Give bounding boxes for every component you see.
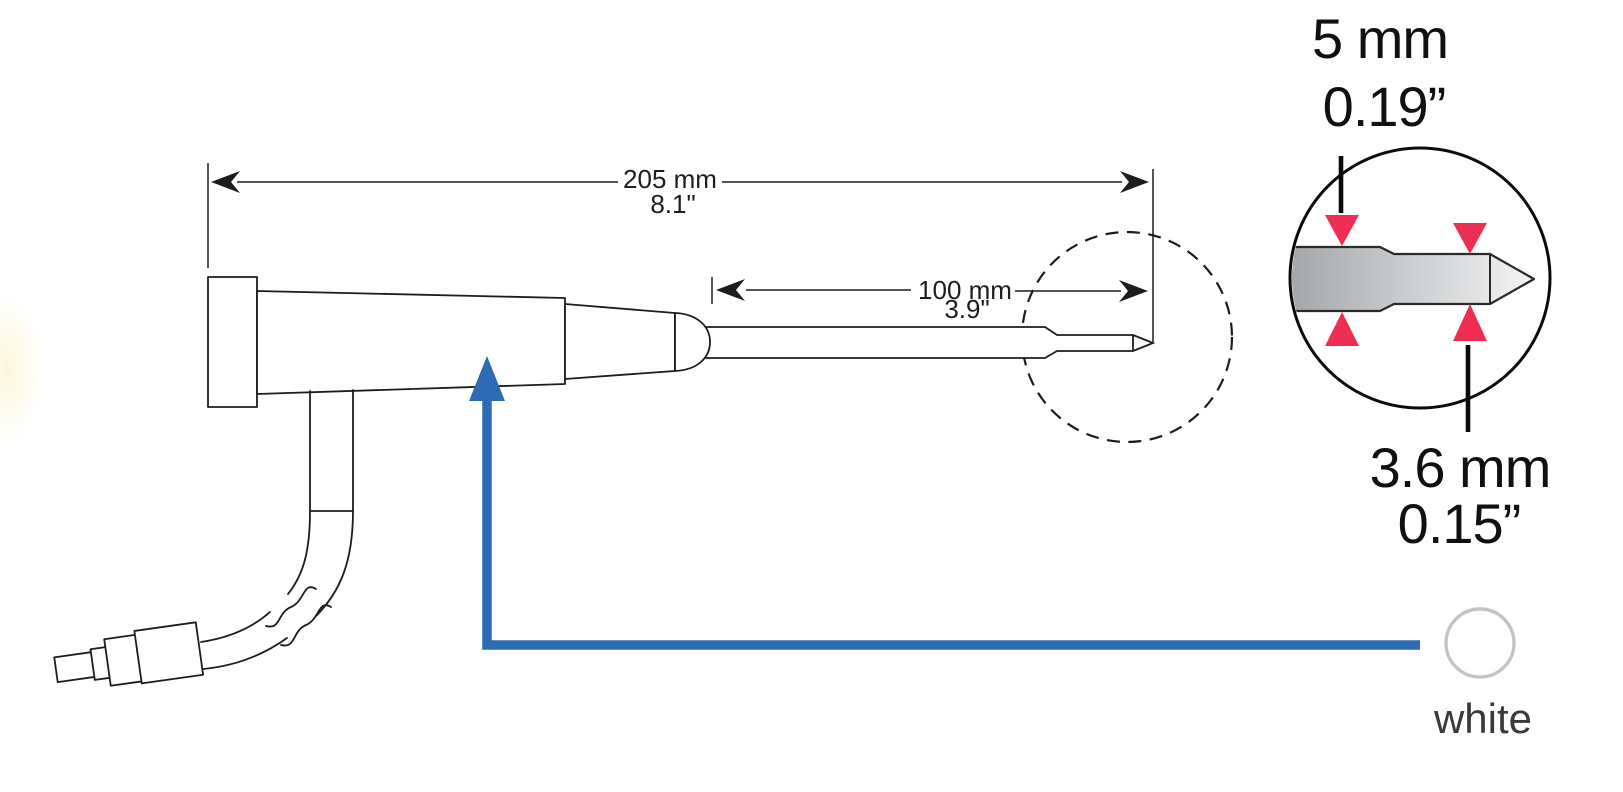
cable-upper-segment xyxy=(287,510,354,617)
cable-lower-segment xyxy=(200,611,288,670)
shaft-length-dimension: 100 mm 3.9" xyxy=(711,275,1148,324)
cable xyxy=(200,510,354,670)
cable-connector xyxy=(53,621,205,687)
overall-length-dimension: 205 mm 8.1" xyxy=(207,163,1154,342)
arrowhead-left xyxy=(211,171,240,193)
probe-drawing xyxy=(53,276,1156,687)
cable-color-indicator: white xyxy=(1433,607,1532,742)
shaft-length-metric: 100 mm xyxy=(918,275,1012,305)
cable-strain-relief xyxy=(309,389,354,512)
red-marker-top-left xyxy=(1325,215,1359,246)
red-marker-bottom-right xyxy=(1453,304,1487,341)
tip-wide-diameter-imperial: 0.19” xyxy=(1323,75,1446,138)
arrowhead-right xyxy=(1119,280,1148,302)
cable-color-label: white xyxy=(1433,695,1532,742)
arrowhead-right xyxy=(1120,171,1149,193)
handle-nose xyxy=(564,303,676,380)
probe-shaft-outline xyxy=(705,326,1156,359)
overall-length-imperial: 8.1" xyxy=(650,189,695,219)
connector-tip xyxy=(53,651,97,683)
dimension-line xyxy=(746,289,1121,292)
tip-narrow-diameter-metric: 3.6 mm xyxy=(1370,436,1551,499)
red-marker-top-right xyxy=(1453,223,1487,254)
shaft-length-imperial: 3.9" xyxy=(944,294,989,324)
arrowhead-left xyxy=(716,279,745,301)
blue-callout-line xyxy=(482,396,1420,650)
probe-shaft-fill xyxy=(706,327,1153,358)
blue-arrowhead xyxy=(469,356,505,401)
tip-narrow-diameter-imperial: 0.15” xyxy=(1398,492,1521,555)
blue-callout-arrow xyxy=(469,356,1420,650)
cable-color-circle xyxy=(1444,607,1516,679)
red-marker-bottom-left xyxy=(1325,312,1359,346)
detail-tip-shape xyxy=(1292,245,1536,313)
cable-break-symbol xyxy=(265,586,332,647)
handle-nose-cap xyxy=(674,312,711,372)
tip-wide-diameter-metric: 5 mm xyxy=(1312,7,1448,70)
handle-end-cap xyxy=(207,276,258,408)
overall-length-metric: 205 mm xyxy=(623,164,717,194)
connector-body xyxy=(133,621,205,685)
handle-body xyxy=(256,290,566,395)
tip-detail-view: 5 mm 0.19” 3.6 mm 0.15” xyxy=(1288,7,1552,555)
